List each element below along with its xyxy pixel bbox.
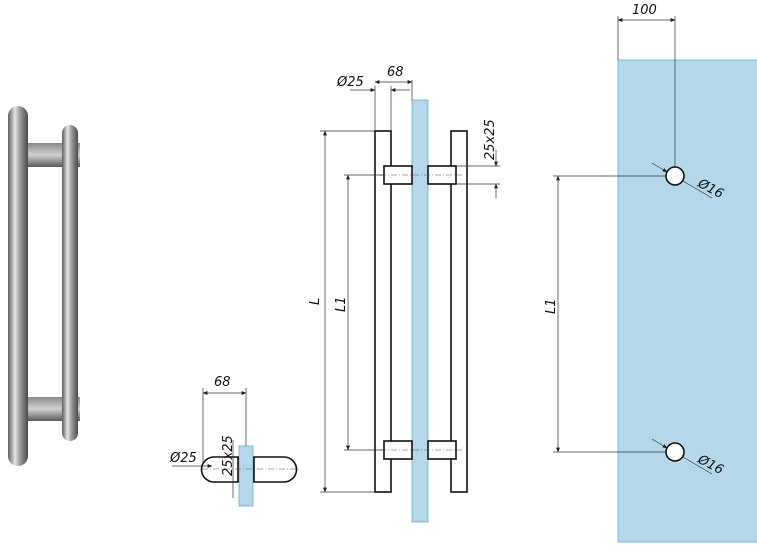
render-bar-back [62, 125, 78, 441]
front-glass [411, 99, 429, 523]
length-total-label: L [308, 298, 323, 305]
hole-bottom [665, 442, 685, 462]
side-view: 68 Ø25 25x25 [169, 375, 300, 507]
hole-top [665, 166, 685, 186]
front-standoff-label: 25x25 [483, 119, 498, 160]
glass-panel [617, 59, 757, 543]
front-view: Ø25 68 25x25 L L1 [308, 65, 500, 523]
glass-hole-view: 100 L1 Ø16 Ø16 [544, 3, 757, 543]
front-bar-right [450, 130, 468, 493]
side-bar-left [200, 456, 239, 483]
glass-offset-label: 100 [632, 3, 657, 18]
glass-centers-label: L1 [544, 298, 559, 314]
length-centers-label: L1 [334, 296, 349, 312]
front-width-label: 68 [387, 65, 404, 80]
side-bar-right [253, 456, 298, 483]
render-bar-front [8, 106, 28, 466]
front-diameter-label: Ø25 [336, 75, 364, 90]
side-width-label: 68 [214, 375, 231, 390]
front-bar-left [374, 130, 392, 493]
side-diameter-label: Ø25 [169, 451, 197, 466]
handle-render-image [8, 106, 80, 466]
side-glass [238, 445, 254, 507]
side-standoff-label: 25x25 [221, 435, 236, 476]
